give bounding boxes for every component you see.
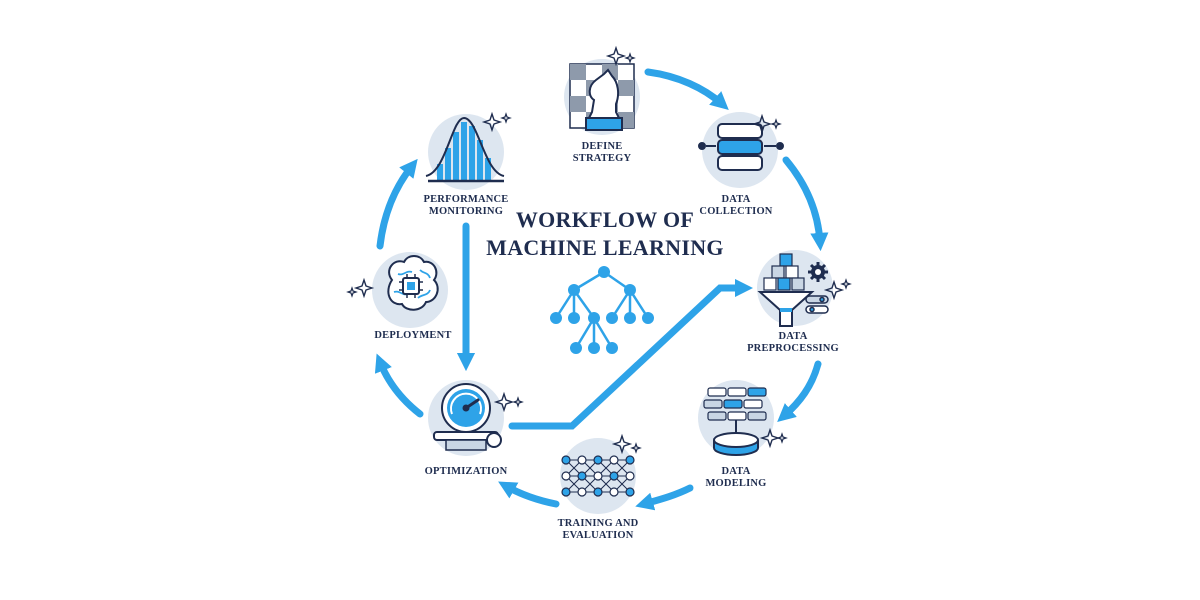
step-data-collection-icon [698,112,784,188]
title-line-1: WORKFLOW OF [515,207,695,232]
cubes-icon [763,253,805,291]
sparkle-icon [759,427,781,449]
step-optimization-icon [428,380,524,456]
label-data-preprocessing: DATA PREPROCESSING [747,331,839,354]
gear-icon [808,262,828,282]
step-data-preprocessing-icon [757,250,852,327]
arrow-strategy-to-collection [644,68,729,111]
label-data-collection: DATA COLLECTION [699,194,773,217]
arrow-optimization-to-deployment [374,353,424,418]
arrow-preprocessing-to-modeling [777,360,822,422]
sparkle-icon [840,278,852,290]
step-define-strategy-icon [564,45,640,135]
step-data-modeling-icon [698,380,788,456]
bell-curve-chart-icon [425,116,505,183]
diagram-title: WORKFLOW OF MACHINE LEARNING [470,206,740,262]
sparkle-icon [493,391,515,413]
step-performance-monitoring-icon [425,111,512,190]
label-optimization: OPTIMIZATION [424,466,508,477]
arrow-optimization-to-preprocessing [508,278,754,430]
data-blocks-icon [703,387,767,421]
chess-knight-icon [587,68,621,131]
sparkle-icon [346,286,358,298]
flow-arrows [374,68,829,511]
label-data-modeling: DATA MODELING [705,466,767,489]
speedometer-monitor-icon [433,383,502,451]
neural-network-icon [561,455,635,497]
sparkle-icon [481,111,503,133]
brain-chip-icon [387,255,439,311]
sparkle-icon [500,112,512,124]
sparkle-icon [353,277,375,299]
decision-tree-icon [550,266,654,354]
sparkle-icon [751,113,773,135]
disk-icon [713,432,759,456]
sparkle-icon [630,442,642,454]
toggle-bars [805,295,829,314]
label-define-strategy: DEFINE STRATEGY [572,141,632,164]
sparkle-icon [624,52,636,64]
sparkle-icon [776,432,788,444]
arrow-training-to-optimization [498,481,560,508]
step-deployment-icon [346,252,448,328]
label-performance-monitoring: PERFORMANCE MONITORING [423,194,509,217]
arrow-deployment-to-monitoring [376,158,418,250]
label-deployment: DEPLOYMENT [374,330,452,341]
step-training-evaluation-icon [560,433,642,514]
sparkle-icon [770,118,782,130]
arrow-modeling-to-training [635,484,694,511]
sparkle-icon [605,45,627,67]
arrow-collection-to-preprocessing [782,156,829,252]
sparkle-icon [611,433,633,455]
title-line-2: MACHINE LEARNING [486,235,724,260]
label-training-evaluation: TRAINING AND EVALUATION [557,518,639,541]
sparkle-icon [512,396,524,408]
sparkle-icon [823,279,845,301]
